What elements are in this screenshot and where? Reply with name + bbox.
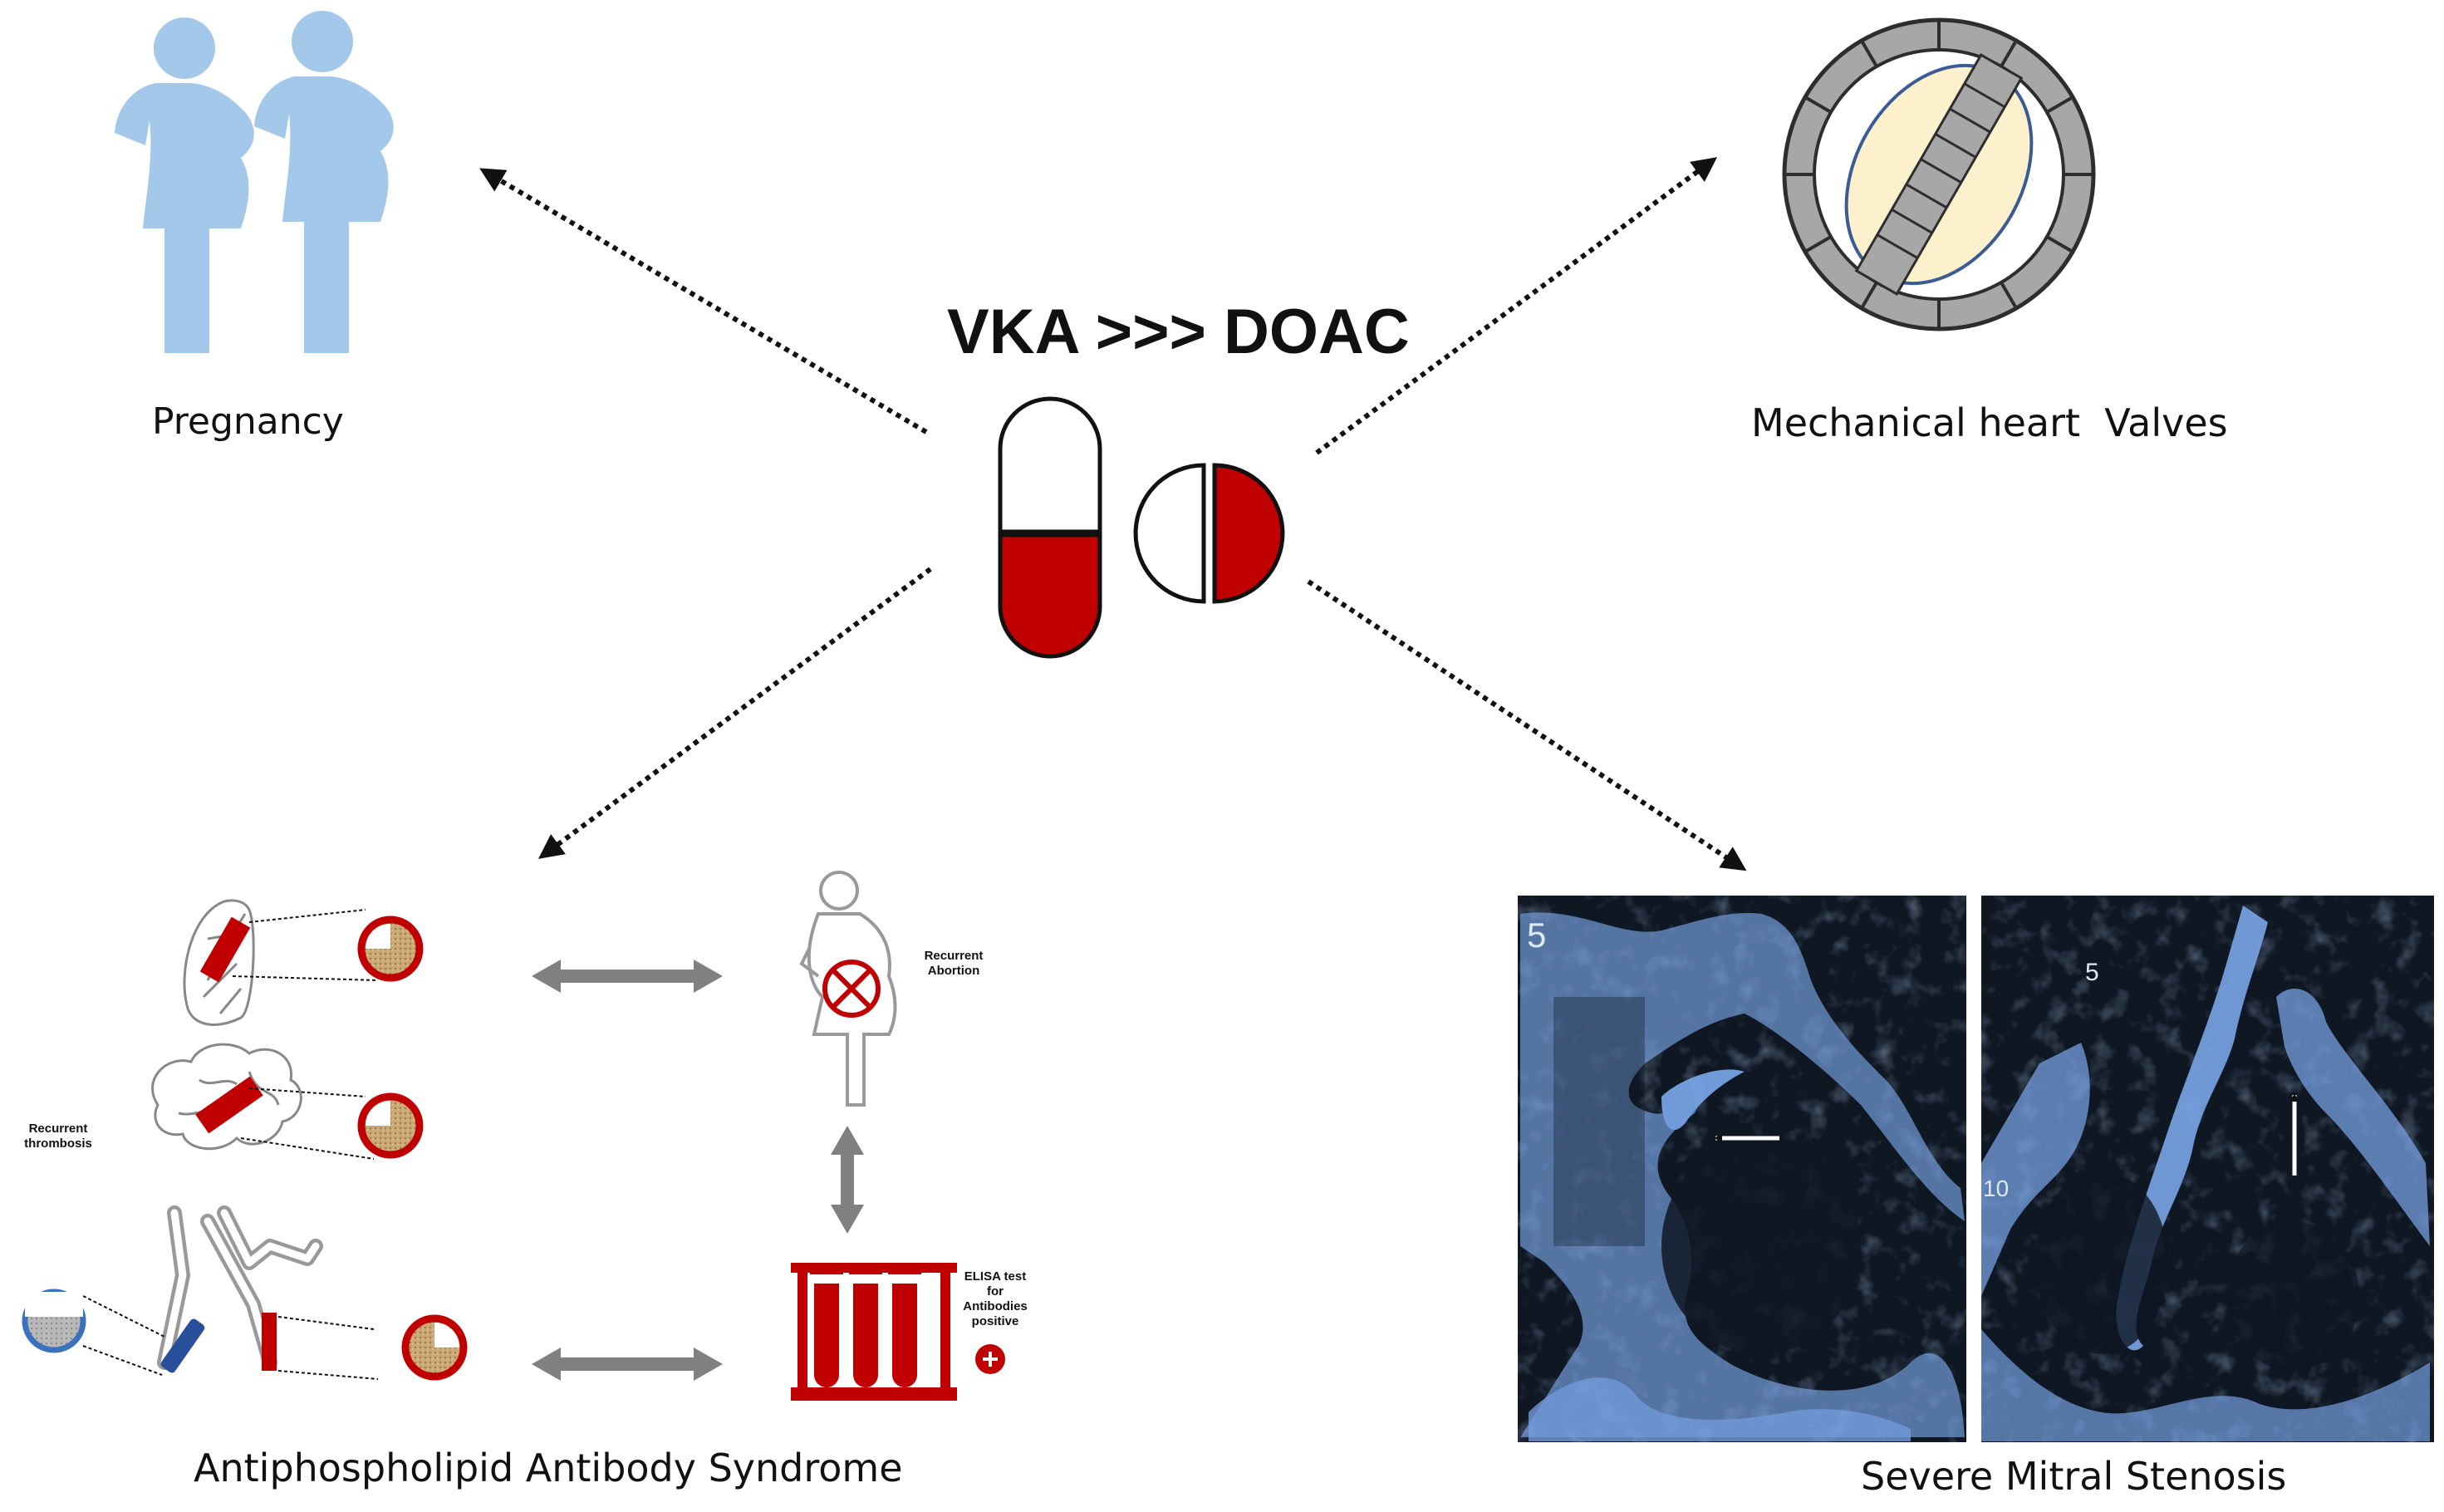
depth-marker: 5: [1527, 916, 1546, 955]
no-sign-icon: [822, 960, 881, 1018]
plus-icon: [975, 1344, 1005, 1374]
arrow-to-valves: [1315, 157, 1718, 455]
echo-image-right: 5 10: [1981, 896, 2434, 1442]
pregnant-woman-icon: [799, 871, 897, 1107]
recurrent-thrombosis-label: Recurrent thrombosis: [24, 1122, 92, 1151]
diagram-title: VKA >>> DOAC: [947, 297, 1410, 367]
pregnancy-label: Pregnancy: [152, 400, 344, 443]
tablet-icon: [1133, 463, 1285, 604]
capsule-icon: [998, 396, 1102, 659]
mitral-stenosis-label: Severe Mitral Stenosis: [1861, 1454, 2287, 1499]
recurrent-abortion-label: Recurrent Abortion: [924, 949, 984, 978]
arrow-to-mitral: [1307, 579, 1747, 871]
aps-panel: [22, 871, 1005, 1401]
dotted-arrows: [479, 157, 1747, 871]
blood-tubes-icon: [791, 1263, 957, 1401]
echo-image-left: 5: [1518, 896, 1966, 1442]
aps-label: Antiphospholipid Antibody Syndrome: [194, 1446, 903, 1490]
double-arrows: [532, 960, 864, 1381]
pregnancy-icon: [115, 11, 394, 353]
depth-marker-top: 5: [2085, 959, 2099, 986]
mechanical-valves-label: Mechanical heart Valves: [1751, 400, 2228, 445]
arrow-to-aps: [537, 567, 932, 859]
depth-marker-bottom: 10: [1983, 1176, 2009, 1201]
arrow-to-pregnancy: [479, 168, 928, 434]
elisa-label: ELISA test for Antibodies positive: [963, 1269, 1028, 1328]
mechanical-valve-icon: [1782, 17, 2096, 331]
